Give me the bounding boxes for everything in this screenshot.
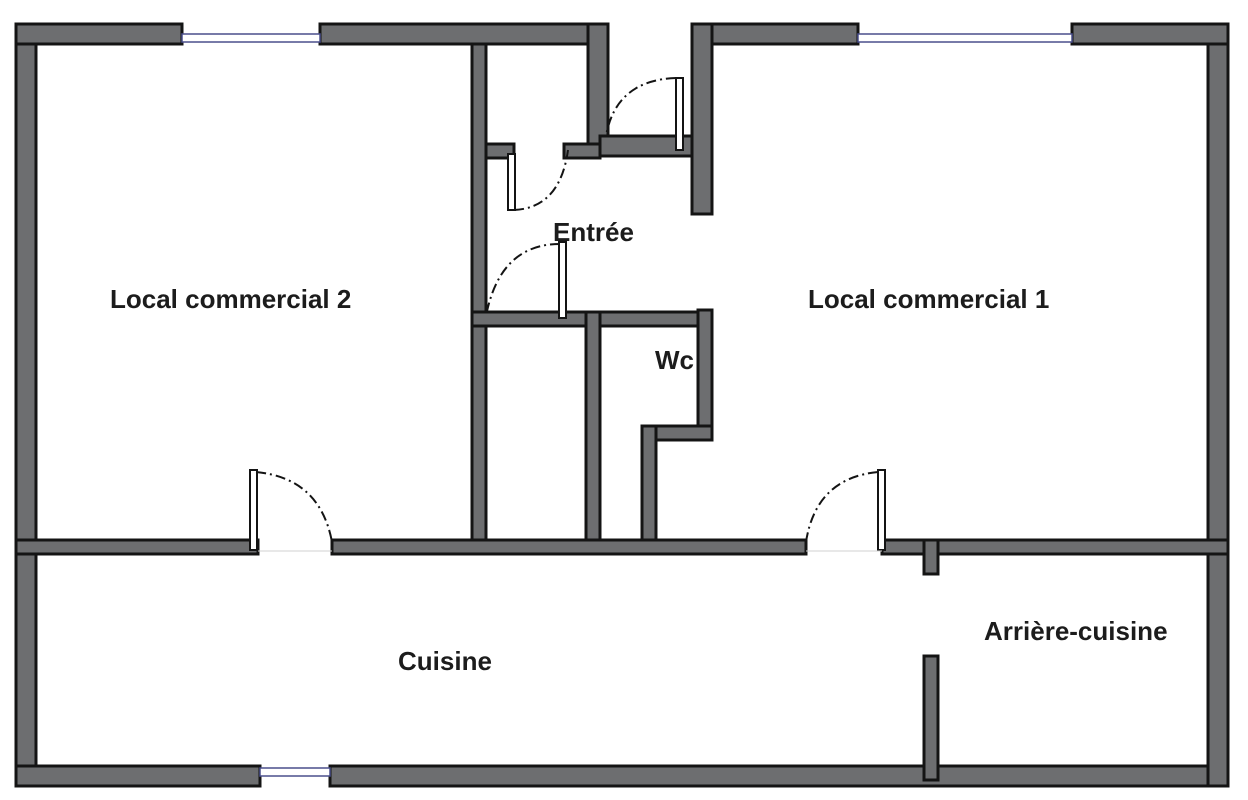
wall-wc-right <box>696 308 714 440</box>
label-wc: Wc <box>655 345 694 375</box>
wall-top-right-b <box>1070 22 1230 46</box>
door-arc-kitchen-left <box>255 471 333 543</box>
window-bottom <box>259 767 331 777</box>
door-leaf-entry-inner <box>558 241 567 319</box>
door-arc-closet <box>513 149 569 211</box>
label-local-commercial-2: Local commercial 2 <box>110 284 352 314</box>
entrance-walls <box>472 22 714 216</box>
label-cuisine: Cuisine <box>398 646 492 676</box>
wall-outer-bottom-left <box>14 764 262 788</box>
label-entree: Entrée <box>553 217 634 247</box>
door-arc-kitchen-right <box>805 471 879 543</box>
wall-entry-right <box>690 22 714 216</box>
wall-top-right-a <box>690 22 860 46</box>
door-leaf-kitchen-left <box>249 469 258 551</box>
wall-closet-bottom-right <box>562 142 602 160</box>
windows <box>181 33 1073 777</box>
wall-scullery-divider <box>922 654 940 782</box>
window-top-left <box>181 33 321 43</box>
door-leaf-entry-exterior <box>675 77 684 151</box>
door-arc-entry-inner <box>485 243 561 317</box>
wall-kitchen-top-a <box>14 538 260 556</box>
wall-partition-left <box>470 42 488 550</box>
wall-outer-left <box>14 22 38 788</box>
label-local-commercial-1: Local commercial 1 <box>808 284 1050 314</box>
wall-wc-lower <box>640 424 658 550</box>
door-leaf-closet <box>507 153 516 211</box>
window-top-right <box>857 33 1073 43</box>
wall-scullery-stub <box>922 538 940 576</box>
wall-outer-bottom-right <box>328 764 1230 788</box>
kitchen-walls <box>14 538 1230 782</box>
door-leaf-kitchen-right <box>877 469 886 551</box>
label-arriere-cuisine: Arrière-cuisine <box>984 616 1168 646</box>
doors <box>249 77 886 552</box>
wall-top-left-b <box>318 22 610 46</box>
wall-top-left-a <box>14 22 184 46</box>
door-arc-entry-exterior <box>605 77 677 137</box>
wall-closet-divider <box>584 310 602 550</box>
wall-outer-right <box>1206 22 1230 788</box>
wall-kitchen-top-b <box>330 538 808 556</box>
